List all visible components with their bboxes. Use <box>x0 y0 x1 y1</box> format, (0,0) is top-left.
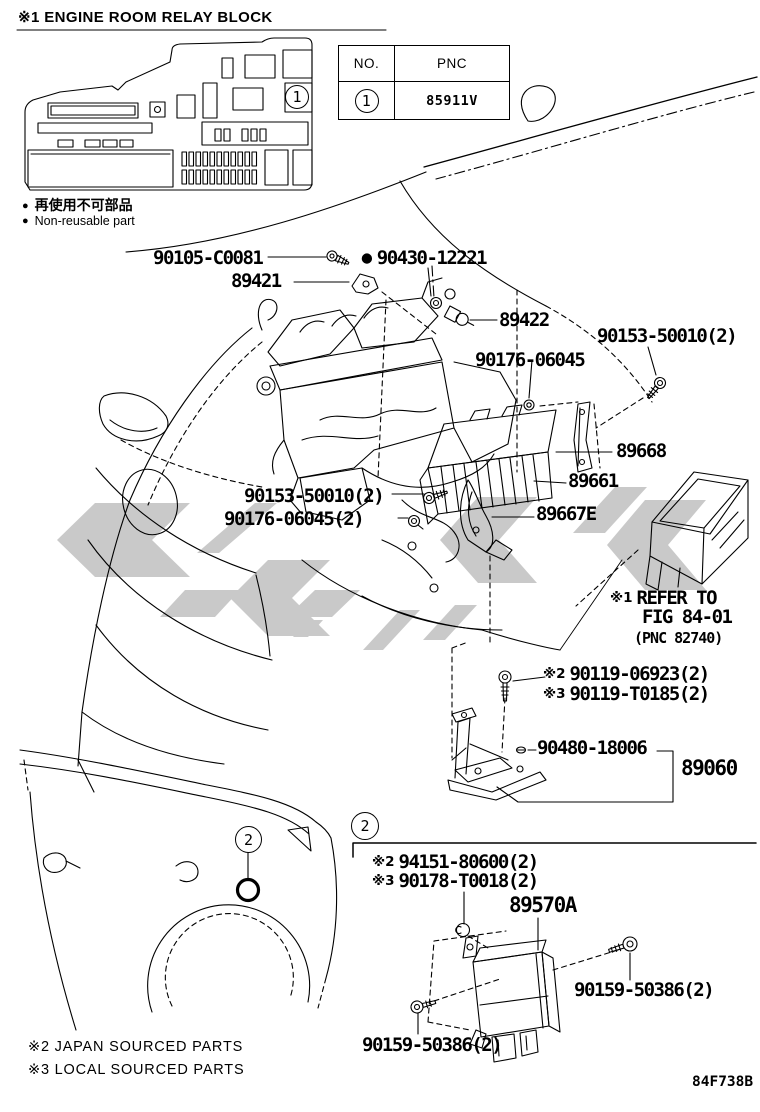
footnote-local-sourced: ※3 LOCAL SOURCED PARTS <box>28 1062 245 1078</box>
bolt-90119-icon <box>498 670 512 702</box>
legend-non-reusable-en: ●Non-reusable part <box>22 214 135 228</box>
part-label-90480-18006: 90480-18006 <box>537 737 648 759</box>
pnc-table-header-pnc: PNC <box>395 46 509 82</box>
engine-drawing <box>256 265 561 651</box>
car-rear-outline <box>19 749 338 1031</box>
relay-block-callout-1: 1 <box>285 85 309 109</box>
car-front-outline <box>77 327 273 793</box>
relay-holder-drawing <box>575 471 749 607</box>
bracket-89668-drawing <box>573 401 601 473</box>
part-label-89422: 89422 <box>499 309 550 331</box>
callout-1-icon: 1 <box>354 88 379 113</box>
bullet-icon: ● <box>22 215 29 227</box>
part-label-89661: 89661 <box>568 470 619 492</box>
section-2-bracket <box>352 842 757 858</box>
fasteners <box>326 250 667 1014</box>
refer-note-line2: FIG 84-01 <box>642 606 733 628</box>
leader-lines <box>247 256 757 1035</box>
pnc-table-cell-no: 1 <box>339 82 395 119</box>
part-label-89570a: 89570A <box>509 893 577 917</box>
grommet-90430-icon <box>429 296 443 310</box>
part-label-90105-c0081: 90105-C0081 <box>153 247 264 269</box>
part-label-89421: 89421 <box>231 270 282 292</box>
sensor-89422-icon <box>443 305 475 326</box>
part-label-89668: 89668 <box>616 440 667 462</box>
clip-90480-icon <box>515 746 527 754</box>
bullet-icon: ● <box>22 200 29 212</box>
figure-code: 84F738B <box>692 1074 754 1090</box>
bolt-90153-top-icon <box>646 376 667 400</box>
pnc-table-header-no: NO. <box>339 46 395 82</box>
footnote-japan-sourced: ※2 JAPAN SOURCED PARTS <box>28 1039 244 1055</box>
part-label-90153-50010-top: 90153-50010(2) <box>597 325 738 347</box>
part-label-90159-50386-left: 90159-50386(2) <box>362 1034 503 1056</box>
part-label-90430-12221: ●90430-12221 <box>361 247 488 269</box>
bracket-89060-drawing <box>447 641 547 801</box>
relay-block-drawing <box>24 37 313 191</box>
watermark-logo <box>57 487 706 650</box>
part-label-90176-06045-left: 90176-06045(2) <box>224 508 365 530</box>
grommet-location-ring <box>235 877 261 903</box>
part-label-90176-06045-top: 90176-06045 <box>475 349 586 371</box>
refer-note-line3: (PNC 82740) <box>634 629 723 647</box>
bracket-89060-callout <box>496 750 674 803</box>
car-body-top-lines <box>125 76 758 651</box>
section-callout-2: 2 <box>351 812 379 840</box>
nut-94151-icon <box>455 922 471 938</box>
screw-90159-left-icon <box>410 999 437 1014</box>
bracket-89667e-drawing <box>460 479 513 561</box>
nut-90176-left-icon <box>407 514 424 530</box>
car-location-callout-2: 2 <box>235 826 262 853</box>
legend-non-reusable-jp: ●再使用不可部品 <box>22 197 133 213</box>
part-label-89060: 89060 <box>681 756 738 780</box>
ecu-89661-drawing <box>419 404 557 525</box>
fitting-89421-icon <box>351 273 379 295</box>
part-label-90153-50010-left: 90153-50010(2) <box>244 485 385 507</box>
bolt-90153-left-icon <box>422 489 448 505</box>
bolt-90105-icon <box>326 250 350 266</box>
bullet-icon: ● <box>361 250 373 266</box>
nut-90176-top-icon <box>523 399 535 411</box>
part-label-89667e: 89667E <box>536 503 597 525</box>
pnc-table: NO. PNC 1 85911V <box>338 45 510 120</box>
part-label-90159-50386-right: 90159-50386(2) <box>574 979 715 1001</box>
ecu-89570a-drawing <box>427 930 619 1063</box>
pnc-table-cell-pnc: 85911V <box>426 92 478 109</box>
screw-90159-right-icon <box>608 936 638 953</box>
page-title: ※1 ENGINE ROOM RELAY BLOCK <box>18 9 273 26</box>
